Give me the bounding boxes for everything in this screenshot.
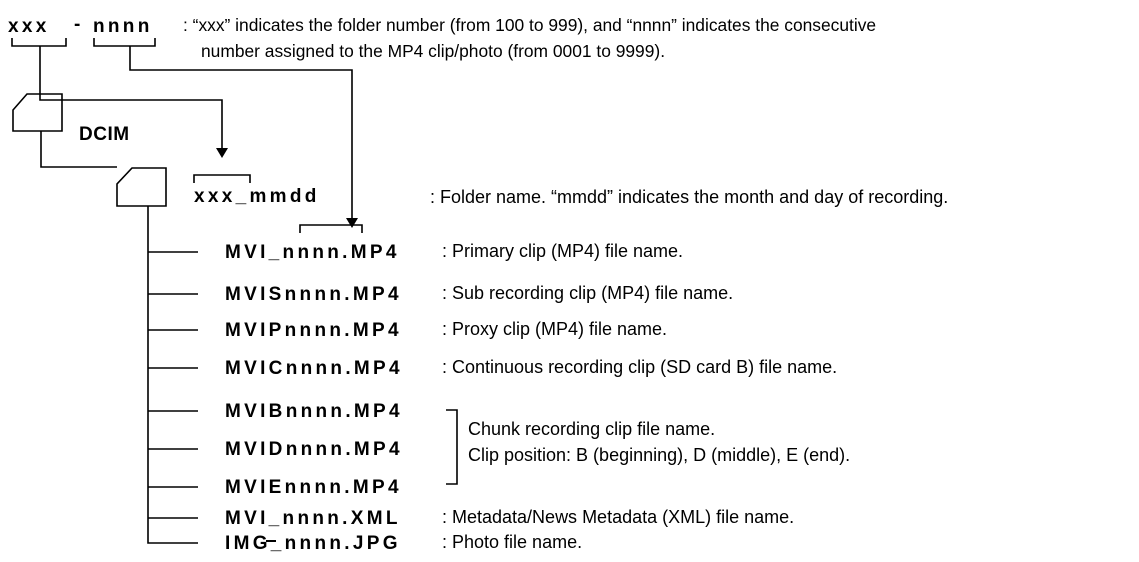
- chunk-group-description-line2: Clip position: B (beginning), D (middle)…: [468, 445, 851, 465]
- file-description: : Proxy clip (MP4) file name.: [442, 319, 668, 339]
- file-name: MVIPnnnn.MP4: [225, 320, 402, 341]
- header-clip-number: nnnn: [93, 16, 153, 37]
- tree-trunk: [147, 206, 198, 544]
- folder-icon-sub: [116, 167, 167, 207]
- file-name: MVISnnnn.MP4: [225, 284, 402, 305]
- header-folder-number: xxx: [8, 16, 50, 37]
- arrowhead: [216, 148, 228, 158]
- folder-number-bracket: [11, 38, 67, 47]
- chunk-group-bracket: [446, 409, 458, 485]
- folder-number-connector: [39, 46, 223, 150]
- clip-number-bracket: [93, 38, 156, 47]
- header-separator: -: [74, 14, 81, 35]
- file-name: MVIBnnnn.MP4: [225, 401, 403, 422]
- file-name: IMG_nnnn.JPG: [225, 533, 401, 554]
- dcim-tree-line: [40, 131, 117, 168]
- file-name: MVICnnnn.MP4: [225, 358, 403, 379]
- file-description: : Continuous recording clip (SD card B) …: [442, 357, 838, 377]
- file-name: MVIEnnnn.MP4: [225, 477, 402, 498]
- sub-folder-name: xxx_mmdd: [194, 186, 320, 207]
- folder-icon-dcim: [12, 93, 63, 132]
- file-description: : Metadata/News Metadata (XML) file name…: [442, 507, 795, 527]
- chunk-group-description-line1: Chunk recording clip file name.: [468, 419, 716, 439]
- file-description: : Sub recording clip (MP4) file name.: [442, 283, 734, 303]
- file-name: MVIDnnnn.MP4: [225, 439, 403, 460]
- file-number-bracket: [299, 224, 363, 233]
- root-folder-name: DCIM: [79, 124, 130, 145]
- file-description: : Photo file name.: [442, 532, 583, 552]
- file-name: MVI_nnnn.XML: [225, 508, 401, 529]
- header-description-line1: : “xxx” indicates the folder number (fro…: [183, 15, 877, 35]
- sub-folder-bracket: [193, 174, 251, 183]
- file-name-separator: [266, 540, 276, 542]
- clip-number-connector: [129, 46, 353, 220]
- header-description-line2: number assigned to the MP4 clip/photo (f…: [201, 41, 666, 61]
- file-name: MVI_nnnn.MP4: [225, 242, 400, 263]
- sub-folder-description: : Folder name. “mmdd” indicates the mont…: [430, 187, 949, 207]
- file-description: : Primary clip (MP4) file name.: [442, 241, 684, 261]
- arrowhead: [346, 218, 358, 228]
